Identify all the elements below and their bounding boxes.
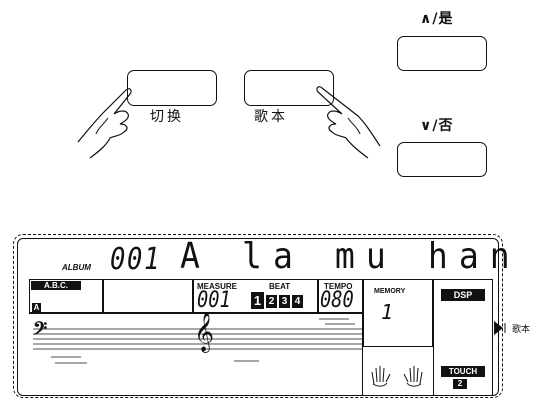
left-hand-pointer-icon xyxy=(77,88,132,159)
right-hand-pointer-icon xyxy=(316,86,381,159)
beat-indicators: 1 2 3 4 xyxy=(251,292,303,309)
memory-label: MEMORY xyxy=(374,288,406,295)
left-hand-icon xyxy=(371,366,391,387)
abc-label: A.B.C. xyxy=(31,281,81,290)
song-name-display: A la mu han xyxy=(180,236,521,277)
beat-label: BEAT xyxy=(269,282,291,291)
beat-3: 3 xyxy=(279,295,290,308)
touch-value: 2 xyxy=(453,379,467,389)
arrow-marker-icon xyxy=(494,321,506,335)
lcd-inner-frame xyxy=(17,238,499,396)
beat-4: 4 xyxy=(292,295,303,308)
music-staff xyxy=(33,318,363,364)
yes-up-button[interactable] xyxy=(397,36,487,71)
measure-beat-box xyxy=(193,279,318,313)
yes-up-label: ∧/是 xyxy=(420,11,454,27)
side-label: 歌本 xyxy=(512,325,531,335)
tempo-value: 080 xyxy=(320,288,354,313)
lcd-outer-frame xyxy=(13,234,503,398)
abc-flag: A xyxy=(32,303,41,312)
tempo-label: TEMPO xyxy=(324,282,353,291)
switch-button[interactable] xyxy=(127,70,217,106)
dsp-touch-box xyxy=(433,279,493,396)
memory-value: 1 xyxy=(381,300,394,324)
measure-value: 001 xyxy=(197,288,231,313)
tempo-box xyxy=(318,279,363,313)
dsp-label: DSP xyxy=(441,289,485,301)
album-number: 001 xyxy=(110,242,162,277)
treble-clef-icon: 𝄞 xyxy=(194,312,215,352)
memory-box xyxy=(363,279,433,347)
switch-label: 切换 xyxy=(150,109,184,125)
beat-1: 1 xyxy=(251,292,264,309)
abc-box xyxy=(29,279,103,313)
song-book-button[interactable] xyxy=(244,70,334,106)
right-hand-icon xyxy=(403,366,423,387)
staff-box xyxy=(29,313,363,396)
song-book-label: 歌本 xyxy=(254,109,288,125)
album-label: ALBUM xyxy=(62,263,91,272)
beat-2: 2 xyxy=(266,295,277,308)
blank-box xyxy=(103,279,193,313)
touch-label: TOUCH xyxy=(441,366,485,377)
no-down-button[interactable] xyxy=(397,142,487,177)
measure-label: MEASURE xyxy=(197,282,238,291)
no-down-label: ∨/否 xyxy=(420,118,454,134)
bass-clef-icon: 𝄢 xyxy=(33,318,48,344)
